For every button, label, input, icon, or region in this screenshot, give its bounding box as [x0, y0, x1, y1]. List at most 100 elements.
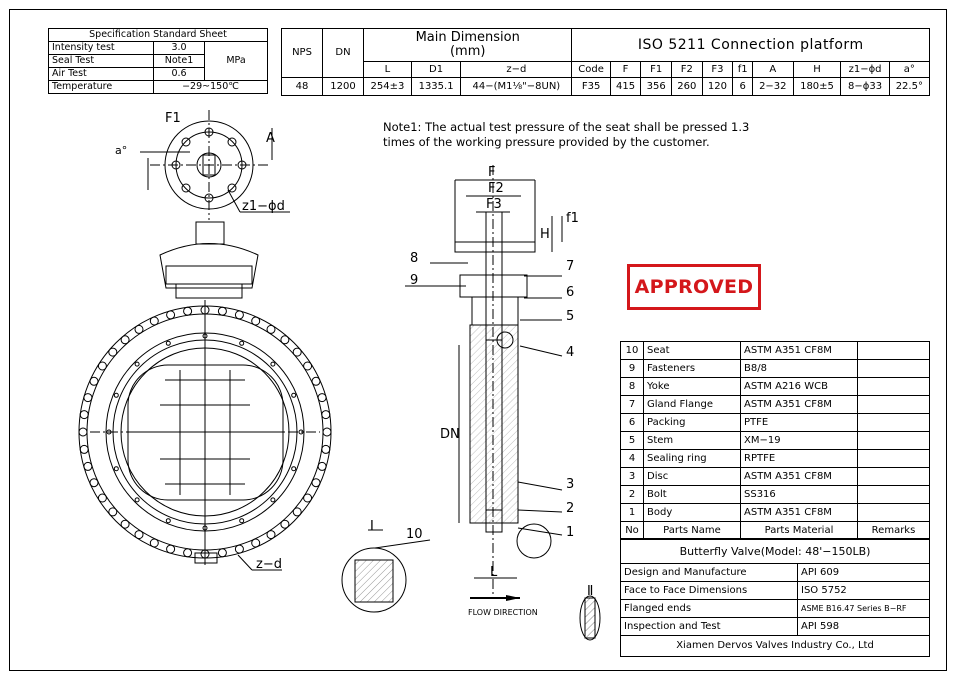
dn-header: DN	[322, 28, 364, 78]
inner-bolt-hole	[113, 392, 119, 398]
bolt-hole	[89, 478, 99, 488]
parts-cell-name: Packing	[643, 413, 741, 432]
col-header: a°	[888, 61, 931, 78]
parts-header-remarks: Remarks	[857, 521, 930, 540]
bolt-hole	[83, 461, 93, 471]
company-name: Xiamen Dervos Valves Industry Co., Ltd	[620, 635, 930, 657]
label-zd: z−d	[256, 557, 282, 572]
parts-cell-material: ASTM A351 CF8M	[740, 341, 858, 360]
dimension-table: NPS DN Main Dimension(mm) ISO 5211 Conne…	[281, 28, 931, 96]
cell-d1: 1335.1	[410, 77, 462, 96]
note-line2: times of the working pressure provided b…	[383, 135, 710, 149]
bolt-hole	[200, 305, 210, 315]
inner-bolt-hole	[106, 429, 112, 435]
bolt-hole	[251, 538, 261, 548]
parts-cell-name: Disc	[643, 467, 741, 486]
label-l: L	[490, 565, 498, 580]
callout-4: 4	[566, 345, 574, 360]
detail-views	[341, 529, 601, 641]
bolt-hole	[321, 410, 331, 420]
callout-3: 3	[566, 477, 574, 492]
cell-h: 180±5	[792, 77, 842, 96]
bolt-hole	[134, 530, 144, 540]
callout-2: 2	[566, 501, 574, 516]
parts-cell-material: XM−19	[740, 431, 858, 450]
cell-a: 2−32	[752, 77, 794, 96]
callout-7: 7	[566, 259, 574, 274]
nps-header: NPS	[281, 28, 323, 78]
parts-cell-no: 5	[620, 431, 644, 450]
info-label: Face to Face Dimensions	[620, 581, 798, 600]
inner-bolt-hole	[165, 340, 171, 346]
inner-bolt-hole	[134, 361, 140, 367]
bolt-hole	[266, 324, 276, 334]
info-value: ISO 5752	[797, 581, 930, 600]
label-h: H	[540, 227, 550, 242]
spec-label: Temperature	[48, 80, 154, 94]
parts-cell-material: ASTM A216 WCB	[740, 377, 858, 396]
label-z1d: z1−ϕd	[242, 199, 285, 214]
bolt-hole	[183, 306, 193, 316]
parts-cell-name: Yoke	[643, 377, 741, 396]
bolt-hole	[280, 335, 290, 345]
parts-cell-material: RPTFE	[740, 449, 858, 468]
inner-bolt-hole	[134, 497, 140, 503]
bolt-hole	[234, 544, 244, 554]
bolt-hole	[303, 493, 313, 503]
bolt-hole	[79, 410, 89, 420]
label-detail-2: Ⅱ	[587, 584, 593, 599]
main-dimension-title-line2: (mm)	[449, 44, 486, 59]
bolt-hole	[321, 444, 331, 454]
parts-cell-remarks	[857, 413, 930, 432]
parts-cell-name: Bolt	[643, 485, 741, 504]
bolt-hole	[134, 324, 144, 334]
inner-bolt-hole	[291, 466, 297, 472]
parts-cell-remarks	[857, 467, 930, 486]
parts-cell-material: ASTM A351 CF8M	[740, 395, 858, 414]
label-f2: F2	[488, 181, 504, 196]
test-note: Note1: The actual test pressure of the s…	[383, 120, 749, 150]
bolt-hole	[97, 493, 107, 503]
parts-cell-no: 9	[620, 359, 644, 378]
label-f: F	[488, 165, 495, 180]
parts-cell-no: 2	[620, 485, 644, 504]
callout-6: 6	[566, 285, 574, 300]
parts-cell-remarks	[857, 485, 930, 504]
bolt-hole	[79, 444, 89, 454]
callout-8: 8	[410, 251, 418, 266]
callout-5: 5	[566, 309, 574, 324]
bolt-hole	[292, 347, 302, 357]
bolt-hole	[149, 316, 159, 326]
label-f1: F1	[165, 111, 181, 126]
bolt-hole	[120, 519, 130, 529]
callout-1: 1	[566, 525, 574, 540]
bolt-hole	[149, 538, 159, 548]
bolt-hole	[322, 427, 332, 437]
parts-cell-remarks	[857, 449, 930, 468]
cell-f1: 356	[640, 77, 672, 96]
parts-cell-name: Seat	[643, 341, 741, 360]
bolt-hole	[183, 548, 193, 558]
parts-cell-no: 8	[620, 377, 644, 396]
parts-cell-no: 3	[620, 467, 644, 486]
top-flange-view	[140, 110, 290, 220]
cell-dn: 1200	[322, 77, 364, 96]
bolt-hole	[303, 361, 313, 371]
front-view	[78, 221, 332, 571]
bolt-hole	[78, 427, 88, 437]
bolt-hole	[89, 376, 99, 386]
parts-cell-name: Sealing ring	[643, 449, 741, 468]
parts-cell-remarks	[857, 377, 930, 396]
info-value: API 609	[797, 563, 930, 582]
label-detail-1: Ⅰ	[370, 519, 374, 534]
label-dn: DN	[440, 427, 460, 442]
